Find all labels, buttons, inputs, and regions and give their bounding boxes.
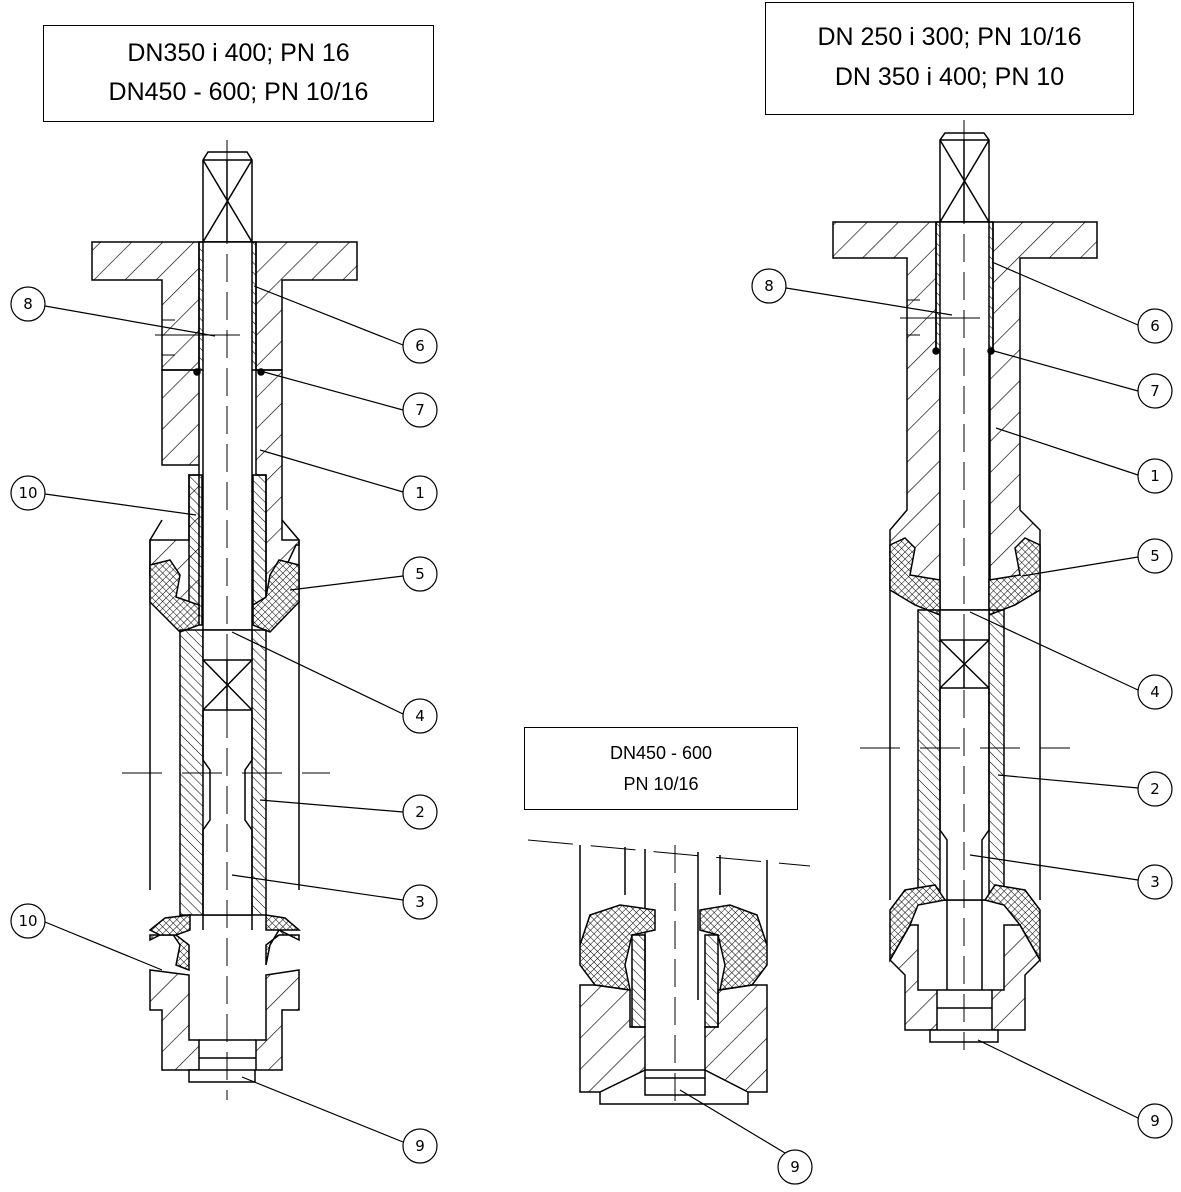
left-seal-upper	[149, 559, 200, 633]
right-oring-dot-r	[987, 347, 995, 355]
spec-box-left: DN350 i 400; PN 16 DN450 - 600; PN 10/16	[43, 25, 434, 122]
callout-left-8: 8	[10, 286, 216, 337]
left-oring-dot-r	[257, 368, 265, 376]
callout-right-8: 8	[751, 268, 953, 316]
callout-left-5: 5	[289, 556, 438, 592]
right-body-outline	[889, 580, 1041, 900]
detail-lower-body-l	[579, 984, 646, 1093]
callout-left-6: 6	[253, 285, 438, 364]
callout-detail-9-label: 9	[790, 1158, 800, 1176]
left-oring-dot-l	[193, 368, 201, 376]
callout-left-7-label: 7	[415, 401, 425, 419]
callout-left-3-label: 3	[415, 893, 425, 911]
spec-box-detail: DN450 - 600 PN 10/16	[524, 727, 798, 810]
spec-box-right: DN 250 i 300; PN 10/16 DN 350 i 400; PN …	[765, 2, 1134, 115]
left-lower-body-r	[255, 969, 300, 1071]
callout-left-10a-label: 10	[18, 484, 37, 502]
callout-right-2: 2	[997, 771, 1173, 807]
left-lower-body	[149, 969, 200, 1071]
detail-body-lines	[579, 845, 768, 1000]
callout-left-1-label: 1	[415, 484, 425, 502]
left-seal-lower	[149, 929, 190, 972]
left-seal-upper-r	[252, 559, 300, 633]
callout-left-5-label: 5	[415, 565, 425, 583]
callout-right-6: 6	[991, 261, 1173, 344]
spec-box-left-line1: DN350 i 400; PN 16	[127, 39, 350, 67]
detail-sleeve-r	[704, 934, 719, 1028]
callout-right-3: 3	[969, 854, 1173, 900]
right-oring-dot-l	[932, 347, 940, 355]
callout-left-6-label: 6	[415, 337, 425, 355]
callout-right-8-label: 8	[764, 277, 774, 295]
detail-sleeve-l	[631, 934, 646, 1028]
left-port	[155, 319, 240, 356]
callout-right-9: 9	[977, 1039, 1173, 1139]
callout-right-2-label: 2	[1150, 780, 1160, 798]
callout-right-6-label: 6	[1150, 317, 1160, 335]
left-body-outline	[149, 519, 300, 890]
left-seal-lower-b	[148, 914, 191, 936]
right-seal-upper-r	[988, 537, 1041, 617]
spec-box-detail-line1: DN450 - 600	[609, 743, 713, 763]
callout-left-1: 1	[259, 449, 438, 511]
callout-left-3: 3	[231, 874, 438, 920]
callout-left-2-label: 2	[415, 803, 425, 821]
spec-box-right-line2: DN 350 i 400; PN 10	[834, 63, 1065, 91]
right-seal-upper	[889, 537, 941, 617]
callout-right-1: 1	[995, 427, 1173, 494]
callout-left-8-label: 8	[23, 295, 33, 313]
callout-left-2: 2	[259, 794, 438, 830]
callout-right-3-label: 3	[1150, 873, 1160, 891]
callout-right-9-label: 9	[1150, 1112, 1160, 1130]
callout-left-9-label: 9	[415, 1137, 425, 1155]
left-seal-lower-r	[265, 914, 302, 966]
left-stem-lower	[202, 710, 253, 930]
right-port	[900, 299, 980, 336]
detail-break-line	[527, 839, 811, 867]
callout-right-5-label: 5	[1150, 547, 1160, 565]
left-plug	[188, 1069, 256, 1083]
callouts: 8 6 7 1 10 5 4 2	[10, 261, 1173, 1185]
callout-right-1-label: 1	[1150, 467, 1160, 485]
callout-left-4-label: 4	[415, 707, 425, 725]
detail-assembly	[527, 839, 811, 1110]
spec-box-detail-line2: PN 10/16	[623, 774, 699, 794]
callout-right-7-label: 7	[1150, 382, 1160, 400]
callout-left-9: 9	[241, 1076, 438, 1164]
callout-right-7: 7	[993, 350, 1173, 409]
left-assembly	[91, 140, 358, 1100]
callout-left-10a: 10	[10, 475, 197, 516]
detail-lower-body-r	[704, 984, 768, 1093]
callout-right-4: 4	[969, 611, 1173, 710]
spec-box-right-line1: DN 250 i 300; PN 10/16	[817, 23, 1082, 51]
right-assembly	[832, 120, 1098, 1050]
callout-right-5: 5	[1021, 538, 1173, 577]
callout-left-10b: 10	[10, 903, 163, 971]
callout-left-7: 7	[263, 371, 438, 428]
callout-left-10b-label: 10	[18, 912, 37, 930]
callout-left-4: 4	[231, 631, 438, 734]
right-stem-lower	[939, 688, 990, 990]
callout-right-4-label: 4	[1150, 683, 1160, 701]
callout-detail-9: 9	[679, 1089, 813, 1185]
spec-box-left-line2: DN450 - 600; PN 10/16	[108, 78, 369, 106]
